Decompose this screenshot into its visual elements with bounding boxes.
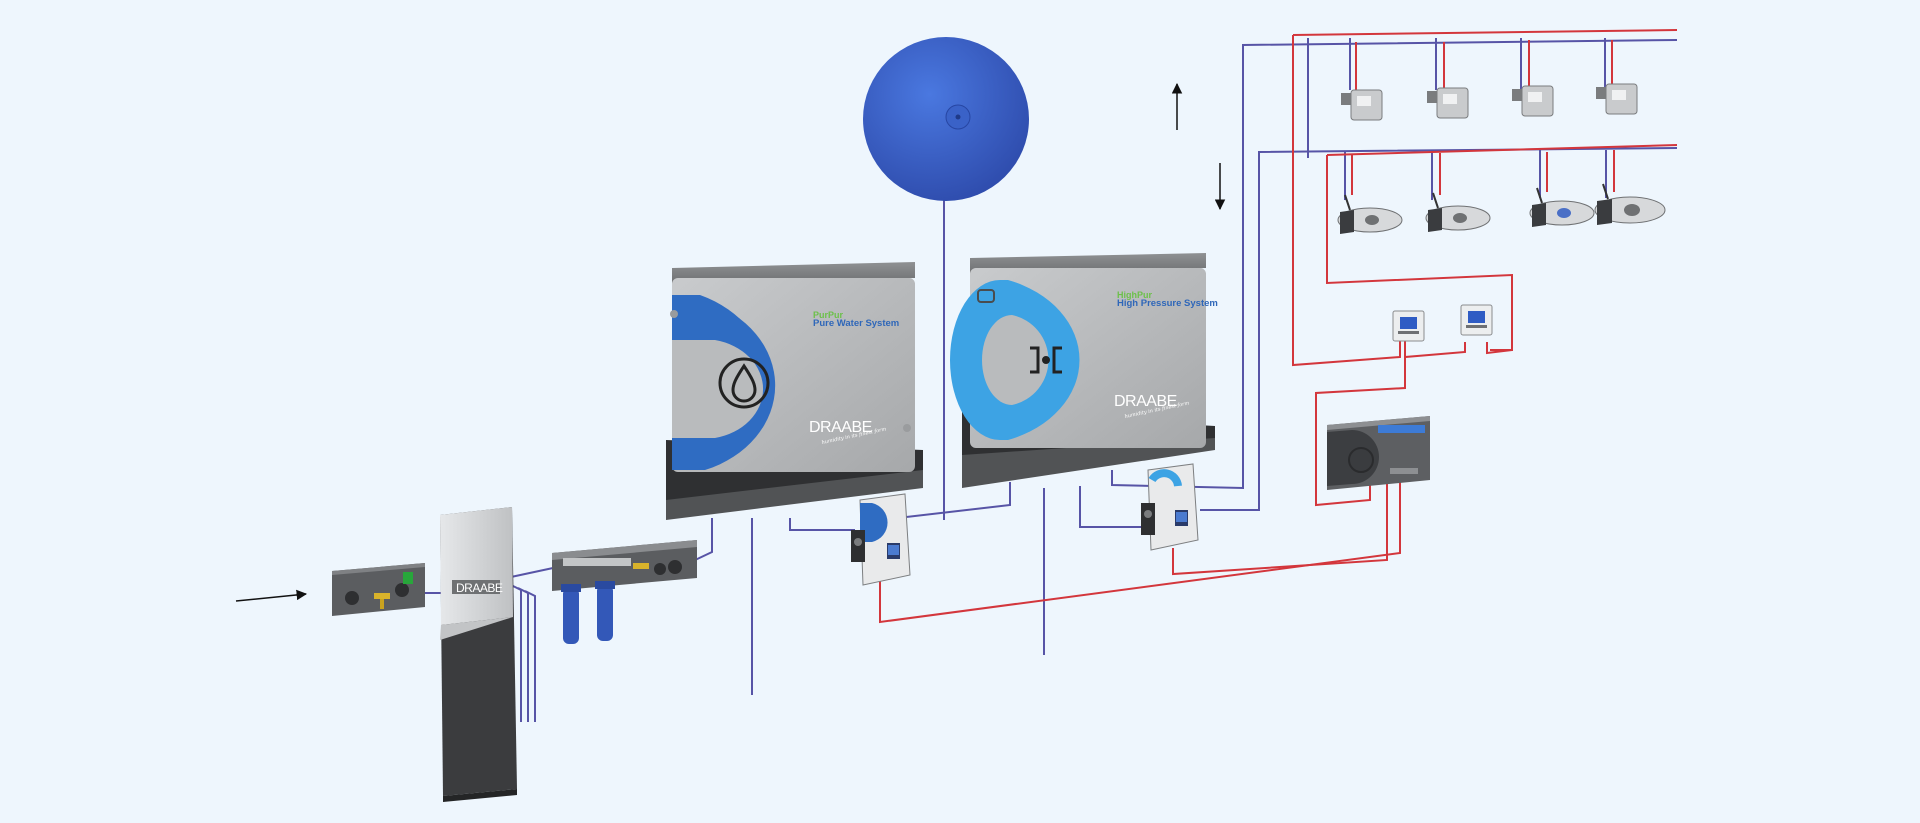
highpur-subtitle: HighPur bbox=[1117, 290, 1152, 300]
softener-drain-pipe-3 bbox=[524, 590, 536, 722]
purepur-controller bbox=[851, 493, 911, 586]
humidity-control-box bbox=[1327, 416, 1430, 490]
lower-humidifiers bbox=[1337, 183, 1666, 234]
expansion-vessel bbox=[863, 37, 1029, 201]
nozzle-humidifier-upper-1 bbox=[1341, 89, 1383, 121]
nozzle-humidifier-upper-4 bbox=[1596, 83, 1638, 115]
upper-manifold-red bbox=[1292, 29, 1678, 36]
highpur-controller-loop bbox=[1172, 480, 1388, 576]
filter-to-purepur-pipe bbox=[692, 518, 713, 562]
speaker-icon bbox=[1348, 447, 1374, 473]
water-softener-cabinet: DRAABE bbox=[440, 507, 517, 802]
humidity-sensor-2 bbox=[1460, 304, 1493, 336]
purepur-to-controller-pipe bbox=[789, 518, 855, 531]
highpur-return-pipe-upper bbox=[1111, 39, 1678, 490]
purepur-controller-loop bbox=[879, 480, 1401, 624]
high-pressure-lines bbox=[879, 29, 1678, 624]
sensor-loop-1 bbox=[1404, 340, 1466, 359]
nozzle-humidifier-upper-2 bbox=[1427, 87, 1469, 119]
highpur-brand: DRAABE bbox=[1114, 393, 1177, 410]
room-humidifier-lower-1 bbox=[1337, 194, 1403, 234]
upper-humidifiers bbox=[1341, 83, 1638, 121]
highpur-title: High Pressure System bbox=[1117, 298, 1218, 309]
humidity-sensor-1 bbox=[1392, 310, 1425, 342]
room-humidifier-lower-2 bbox=[1425, 192, 1491, 232]
purepur-subtitle: PurPur bbox=[813, 310, 844, 320]
purepur-pure-water-unit: PurPur Pure Water System DRAABE humidity… bbox=[666, 262, 923, 520]
inlet-arrow-icon bbox=[235, 589, 308, 602]
room-humidifier-lower-4 bbox=[1594, 183, 1666, 225]
softener-drain-pipe-2 bbox=[517, 587, 529, 722]
upper-manifold-red-riser bbox=[1292, 35, 1401, 367]
twin-filter-unit bbox=[552, 540, 697, 644]
control-box-loop bbox=[1315, 345, 1406, 507]
softener-brand: DRAABE bbox=[456, 581, 503, 595]
water-drop-icon bbox=[718, 357, 770, 409]
softener-to-filter-pipe bbox=[510, 567, 554, 578]
purepur-to-highpur-pipe bbox=[879, 482, 1011, 521]
highpur-high-pressure-unit: HighPur High Pressure System DRAABE humi… bbox=[950, 253, 1218, 488]
highpur-controller bbox=[1141, 463, 1199, 551]
nozzle-humidifier-upper-3 bbox=[1512, 85, 1554, 117]
purepur-brand: DRAABE bbox=[809, 419, 872, 436]
softener-brand-plate bbox=[452, 580, 500, 594]
sensor-loop-2 bbox=[1486, 342, 1513, 355]
purepur-title: Pure Water System bbox=[813, 318, 899, 329]
nozzle-bracket-icon bbox=[1030, 346, 1062, 374]
inlet-valve-module bbox=[332, 563, 425, 616]
highpur-to-controller-pipe bbox=[1079, 486, 1148, 528]
room-humidifier-lower-3 bbox=[1529, 187, 1595, 227]
lower-manifold-red bbox=[1326, 144, 1678, 156]
